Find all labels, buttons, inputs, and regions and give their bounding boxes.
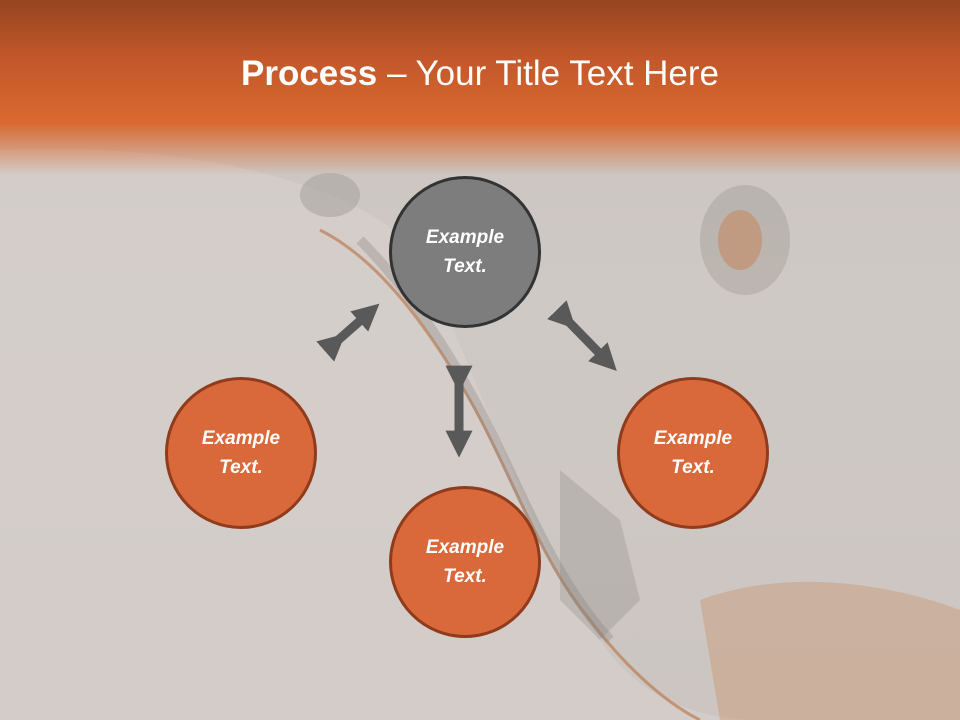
title-rest: – Your Title Text Here (377, 54, 719, 93)
node-right-label: Example Text. (653, 428, 733, 478)
node-bottom-label: Example Text. (425, 537, 505, 587)
node-right: Example Text. (617, 377, 769, 529)
node-top-label: Example Text. (425, 227, 505, 277)
node-left-label: Example Text. (201, 428, 281, 478)
node-bottom: Example Text. (389, 486, 541, 638)
node-top: Example Text. (389, 176, 541, 328)
node-left: Example Text. (165, 377, 317, 529)
arrow-top-left (316, 303, 380, 362)
arrow-top-right (547, 300, 617, 372)
slide-title: Process – Your Title Text Here (0, 52, 960, 96)
title-bold: Process (241, 54, 378, 93)
title-banner (0, 0, 960, 175)
